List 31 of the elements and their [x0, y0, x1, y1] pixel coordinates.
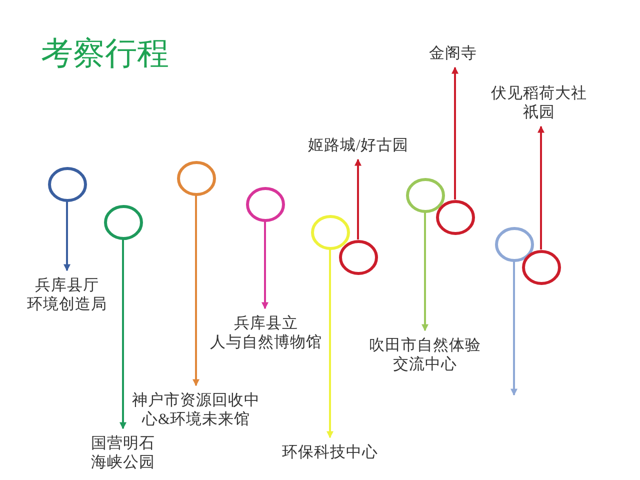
title: 考察行程	[41, 34, 169, 72]
arrow	[120, 240, 126, 430]
circle-marker	[338, 240, 378, 274]
arrow	[452, 66, 458, 200]
place-label: 伏见稻荷大社	[491, 84, 587, 102]
place-label: 国营明石海峡公园	[91, 434, 155, 472]
circle-marker	[522, 250, 560, 284]
place-label: 兵库县立人与自然博物馆	[210, 314, 322, 352]
arrow	[538, 126, 544, 250]
arrow	[354, 158, 362, 240]
arrow	[64, 202, 70, 272]
circle-marker	[104, 204, 142, 240]
circle-marker	[494, 226, 534, 262]
place-label: 金阁寺	[429, 44, 477, 62]
arrow	[326, 250, 334, 438]
arrow	[262, 222, 268, 310]
circle-marker	[406, 178, 444, 212]
place-label: 吹田市自然体验交流中心	[369, 336, 481, 374]
circle-marker	[48, 166, 86, 202]
arrow	[510, 262, 518, 396]
circle-marker	[310, 214, 350, 250]
place-label: 环保科技中心	[282, 442, 378, 462]
place-label: 祇园	[523, 102, 555, 122]
circle-marker	[176, 160, 216, 196]
place-label: 神户市资源回收中心&环境未来馆	[132, 390, 260, 428]
arrow	[422, 212, 428, 332]
circle-marker	[246, 186, 284, 222]
circle-marker	[436, 200, 474, 234]
arrow	[192, 196, 200, 386]
place-label: 兵库县厅环境创造局	[27, 276, 107, 314]
place-label: 姬路城/好古园	[308, 136, 408, 154]
